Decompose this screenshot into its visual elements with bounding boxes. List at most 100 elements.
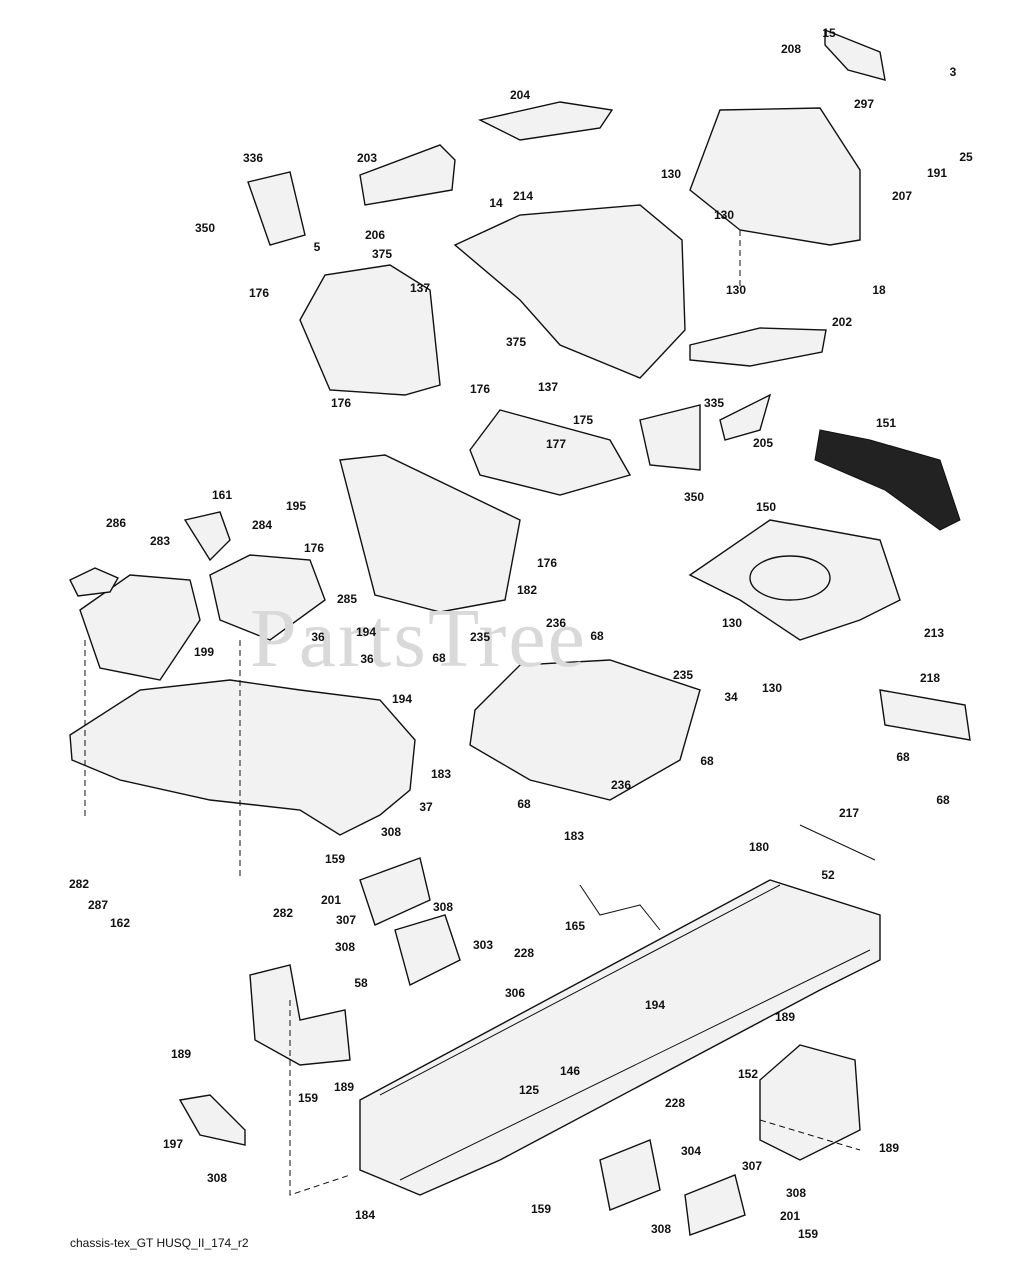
part-callout: 235 [469, 630, 491, 644]
part-callout: 201 [320, 893, 342, 907]
part-callout: 336 [242, 151, 264, 165]
part-callout: 184 [354, 1208, 376, 1222]
rod-165 [579, 884, 661, 931]
part-callout: 165 [564, 919, 586, 933]
rod-217 [799, 824, 876, 861]
cap-286 [69, 567, 119, 597]
shroud-opening [749, 555, 831, 601]
part-callout: 308 [380, 825, 402, 839]
part-callout: 217 [838, 806, 860, 820]
part-callout: 282 [68, 877, 90, 891]
part-callout: 304 [680, 1144, 702, 1158]
part-callout: 36 [311, 630, 325, 644]
fender-panel-335 [639, 404, 701, 471]
part-callout: 303 [472, 938, 494, 952]
part-callout: 308 [432, 900, 454, 914]
part-callout: 199 [193, 645, 215, 659]
part-callout: 308 [206, 1171, 228, 1185]
hood-top-panel [477, 101, 614, 141]
rear-fender-37 [69, 679, 416, 836]
trim-205 [719, 393, 772, 441]
main-frame-180 [359, 879, 881, 1196]
part-callout: 204 [509, 88, 531, 102]
part-callout: 151 [875, 416, 897, 430]
part-callout: 191 [926, 166, 948, 180]
part-callout: 283 [149, 534, 171, 548]
nose-grille-housing [689, 107, 861, 246]
part-callout: 159 [297, 1091, 319, 1105]
assembly-line-4 [759, 1119, 861, 1151]
part-callout: 176 [303, 541, 325, 555]
hood-shell [453, 204, 686, 379]
part-callout: 218 [919, 671, 941, 685]
fender-cover-284 [209, 554, 326, 641]
part-callout: 308 [334, 940, 356, 954]
assembly-line-3 [289, 1000, 351, 1196]
cap-161 [183, 511, 231, 562]
part-callout: 203 [356, 151, 378, 165]
part-callout: 307 [335, 913, 357, 927]
part-callout: 236 [545, 616, 567, 630]
part-callout: 195 [285, 499, 307, 513]
part-callout: 130 [721, 616, 743, 630]
part-callout: 194 [355, 625, 377, 639]
chassis-plate-34 [469, 659, 701, 801]
part-callout: 350 [194, 221, 216, 235]
part-callout: 180 [748, 840, 770, 854]
part-callout: 214 [512, 189, 534, 203]
part-callout: 68 [936, 793, 950, 807]
dash-panel [299, 264, 441, 396]
part-callout: 189 [878, 1141, 900, 1155]
part-callout: 350 [683, 490, 705, 504]
part-callout: 228 [664, 1096, 686, 1110]
part-callout: 175 [572, 413, 594, 427]
part-callout: 208 [780, 42, 802, 56]
bracket-58 [249, 964, 351, 1066]
dash-trim [359, 144, 456, 206]
bracket-151 [814, 429, 961, 531]
part-callout: 150 [755, 500, 777, 514]
part-callout: 130 [660, 167, 682, 181]
part-callout: 159 [324, 852, 346, 866]
part-callout: 205 [752, 436, 774, 450]
part-callout: 68 [896, 750, 910, 764]
watermark: PartsTree [250, 592, 587, 685]
part-callout: 58 [354, 976, 368, 990]
part-callout: 236 [610, 778, 632, 792]
mount-bracket-175 [469, 409, 632, 496]
part-callout: 228 [513, 946, 535, 960]
part-callout: 375 [371, 247, 393, 261]
part-callout: 152 [737, 1067, 759, 1081]
part-callout: 162 [109, 916, 131, 930]
part-callout: 137 [537, 380, 559, 394]
part-callout: 176 [536, 556, 558, 570]
bracket-197 [178, 1094, 246, 1146]
part-callout: 176 [469, 382, 491, 396]
part-callout: 15 [822, 26, 836, 40]
side-panel-336 [247, 171, 306, 246]
bracket-304 [599, 1139, 661, 1211]
part-callout: 130 [725, 283, 747, 297]
part-callout: 159 [530, 1202, 552, 1216]
part-callout: 207 [891, 189, 913, 203]
part-callout: 308 [785, 1186, 807, 1200]
part-callout: 34 [724, 690, 738, 704]
part-callout: 37 [419, 800, 433, 814]
part-callout: 25 [959, 150, 973, 164]
part-callout: 5 [313, 240, 321, 254]
part-callout: 206 [364, 228, 386, 242]
steering-support [339, 454, 521, 613]
part-callout: 194 [644, 998, 666, 1012]
part-callout: 308 [650, 1222, 672, 1236]
part-callout: 235 [672, 668, 694, 682]
part-callout: 36 [360, 652, 374, 666]
part-callout: 125 [518, 1083, 540, 1097]
bracket-307-lower [684, 1174, 746, 1236]
fender-cover-283 [79, 574, 201, 681]
diagram-code: chassis-tex_GT HUSQ_II_174_r2 [70, 1236, 249, 1250]
part-callout: 194 [391, 692, 413, 706]
part-callout: 282 [272, 906, 294, 920]
bracket-303 [394, 914, 461, 987]
part-callout: 284 [251, 518, 273, 532]
